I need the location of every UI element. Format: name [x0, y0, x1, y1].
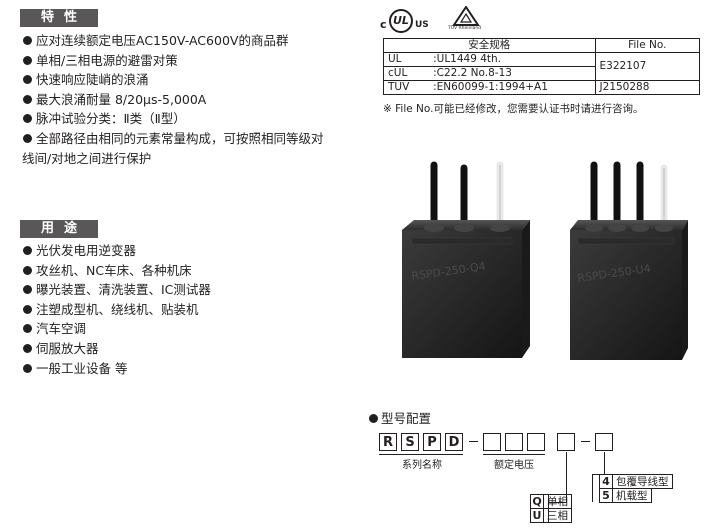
file-no-note: ※ File No.可能已经修改，您需要认证书时请进行咨询。	[383, 103, 644, 115]
voltage-underline	[483, 454, 545, 455]
series-caption: 系列名称	[402, 460, 442, 471]
model-config-title: 型号配置	[369, 408, 431, 427]
series-underline	[379, 454, 463, 455]
phase-connector	[548, 495, 549, 523]
applications-list: 光伏发电用逆变器 攻丝机、NC车床、各种机床 曝光装置、清洗装置、IC测试器 注…	[22, 241, 211, 378]
phase-code-box	[557, 433, 575, 451]
features-header: 特性	[20, 9, 98, 27]
type-code-box	[595, 433, 613, 451]
surge-protector-device-icon: RSPD-250-Q4 RSPD-250-U4	[402, 161, 688, 360]
list-item: 攻丝机、NC车床、各种机床	[22, 261, 211, 281]
column-header-file-no: File No.	[594, 38, 701, 53]
voltage-code-box	[527, 433, 545, 451]
ul-circle-icon: UL	[389, 9, 413, 33]
model-letter-box: D	[445, 433, 463, 451]
tuv-mark-icon: TÜV Rheinland	[448, 5, 484, 34]
list-item: 光伏发电用逆变器	[22, 241, 211, 261]
voltage-caption: 额定电压	[494, 460, 534, 471]
list-item: 应对连续额定电压AC150V-AC600V的商品群	[22, 31, 324, 51]
phase-connector	[548, 502, 566, 503]
model-letter-box: R	[379, 433, 397, 451]
file-no-tuv: J2150288	[594, 80, 701, 95]
model-letter-box: P	[423, 433, 441, 451]
voltage-code-box	[483, 433, 501, 451]
column-header-standard: 安全规格	[383, 38, 596, 53]
list-item-line: 全部路径由相同的元素常量构成，可按照相同等级对	[36, 130, 324, 146]
certification-table: 安全规格 File No. UL :UL1449 4th. E322107 cU…	[383, 38, 701, 95]
model-dash	[469, 441, 478, 443]
model-dash	[581, 441, 590, 443]
list-item: 最大浪涌耐量 8/20μs-5,000A	[22, 90, 324, 110]
voltage-code-box	[505, 433, 523, 451]
phase-connector	[566, 452, 567, 502]
list-item: 一般工业设备 等	[22, 359, 211, 379]
list-item: 单相/三相电源的避雷对策	[22, 51, 324, 71]
features-list: 应对连续额定电压AC150V-AC600V的商品群 单相/三相电源的避雷对策 快…	[22, 31, 324, 168]
cul-us-mark-icon: c UL US	[380, 8, 440, 36]
list-item-line: 线间/对地之间进行保护	[22, 150, 152, 166]
type-connector	[604, 452, 605, 474]
list-item: 脉冲试验分类：Ⅱ类（Ⅱ型）	[22, 109, 324, 129]
list-item: 快速响应陡峭的浪涌	[22, 70, 324, 90]
list-item: 全部路径由相同的元素常量构成，可按照相同等级对 线间/对地之间进行保护	[22, 129, 324, 168]
type-connector	[592, 474, 593, 502]
model-letter-box: S	[401, 433, 419, 451]
file-no-ul: E322107	[594, 52, 701, 81]
type-connector	[592, 474, 604, 475]
product-photo: RSPD-250-Q4 RSPD-250-U4	[372, 160, 697, 385]
list-item: 注塑成型机、绕线机、贴装机	[22, 300, 211, 320]
applications-header: 用途	[20, 220, 98, 238]
table-row: TÜV :EN60099-1:1994+A1 J2150288	[383, 80, 701, 95]
list-item: 汽车空调	[22, 319, 211, 339]
table-row: UL :UL1449 4th. E322107	[383, 52, 701, 81]
list-item: 伺服放大器	[22, 339, 211, 359]
list-item: 曝光装置、清洗装置、IC测试器	[22, 280, 211, 300]
